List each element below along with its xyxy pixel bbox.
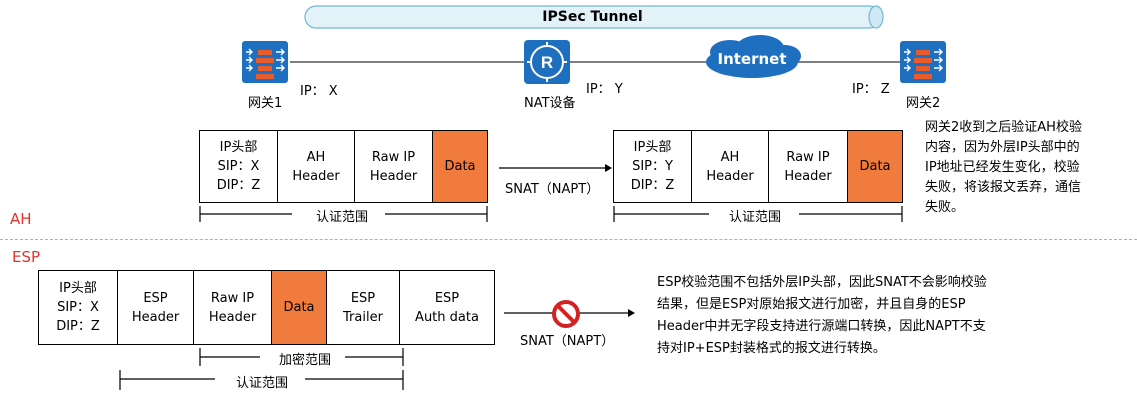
ah-packet-after: IP头部 SIP：Y DIP：Z AH Header Raw IP Header…: [613, 130, 903, 203]
esp-auth-range-bar: [119, 370, 404, 390]
ah-after-ip-header: IP头部 SIP：Y DIP：Z: [630, 140, 675, 193]
ah-section-label: AH: [10, 210, 32, 228]
ah-after-raw-ip-header: Raw IP Header: [768, 131, 847, 202]
esp-trailer: ESP Trailer: [326, 271, 399, 344]
esp-note-line: 持对IP+ESP封装格式的报文进行转换。: [657, 341, 886, 356]
network-topology: R: [242, 5, 946, 84]
nat-router-icon: R: [524, 40, 570, 84]
ah-snat-label: SNAT（NAPT）: [505, 182, 600, 197]
tunnel-label: IPSec Tunnel: [542, 9, 643, 25]
esp-snat-label: SNAT（NAPT）: [520, 334, 615, 349]
ah-before-ah-header: AH Header: [277, 131, 354, 202]
esp-section-label: ESP: [12, 248, 41, 266]
ah-before-auth-range-label: 认证范围: [315, 210, 368, 225]
ah-note-line: 失败。: [925, 200, 965, 215]
esp-auth-range-label: 认证范围: [235, 376, 288, 391]
ah-after-auth-range-label: 认证范围: [728, 210, 781, 225]
esp-auth-data: ESP Auth data: [399, 271, 494, 344]
ah-note-line: 网关2收到之后验证AH校验: [925, 120, 1082, 135]
ah-after-data: Data: [847, 131, 902, 202]
esp-note-line: 结果，但是ESP对原始报文进行加密，并且自身的ESP: [657, 297, 966, 312]
ah-before-ip-header: IP头部 SIP：X DIP：Z: [216, 140, 261, 193]
ip-z-label: IP： Z: [852, 82, 890, 97]
ah-packet-before: IP头部 SIP：X DIP：Z AH Header Raw IP Header…: [199, 130, 488, 203]
nat-device-label: NAT设备: [524, 96, 576, 111]
esp-encrypt-range-bar: [199, 348, 404, 366]
ah-before-data: Data: [432, 131, 487, 202]
esp-raw-ip-header: Raw IP Header: [193, 271, 271, 344]
internet-label: Internet: [717, 50, 787, 68]
section-divider: [0, 239, 1137, 240]
ah-before-raw-ip-header: Raw IP Header: [354, 131, 432, 202]
internet-cloud-icon: [706, 35, 801, 78]
gateway2-label: 网关2: [906, 96, 941, 111]
svg-text:R: R: [541, 53, 553, 72]
esp-note-line: Header中并无字段支持进行源端口转换，因此NAPT不支: [657, 319, 986, 334]
ah-before-auth-range-bar: [199, 206, 488, 222]
esp-data: Data: [271, 271, 326, 344]
forbidden-icon: [552, 300, 580, 328]
ah-note: 网关2收到之后验证AH校验 内容，因为外层IP头部中的 IP地址已经发生变化，校…: [925, 118, 1130, 218]
ah-after-auth-range-bar: [613, 206, 903, 222]
ah-after-ah-header: AH Header: [691, 131, 768, 202]
esp-packet: IP头部 SIP：X DIP：Z ESP Header Raw IP Heade…: [38, 270, 495, 345]
ip-x-label: IP： X: [300, 84, 338, 99]
ipsec-tunnel: [304, 5, 884, 29]
gateway1-label: 网关1: [248, 96, 283, 111]
esp-encrypt-range-label: 加密范围: [278, 353, 331, 368]
esp-note-line: ESP校验范围不包括外层IP头部，因此SNAT不会影响校验: [657, 275, 987, 290]
gateway2-firewall-icon: [900, 41, 946, 83]
gateway1-firewall-icon: [242, 41, 288, 83]
esp-note: ESP校验范围不包括外层IP头部，因此SNAT不会影响校验 结果，但是ESP对原…: [657, 272, 1127, 360]
ip-y-label: IP： Y: [586, 82, 623, 97]
ah-note-line: 内容，因为外层IP头部中的: [925, 140, 1080, 155]
ah-snat-arrow: [499, 164, 612, 172]
esp-header: ESP Header: [117, 271, 193, 344]
esp-ip-header: IP头部 SIP：X DIP：Z: [56, 281, 100, 334]
ah-note-line: 失败，将该报文丢弃，通信: [925, 180, 1082, 195]
ah-note-line: IP地址已经发生变化，校验: [925, 160, 1080, 175]
